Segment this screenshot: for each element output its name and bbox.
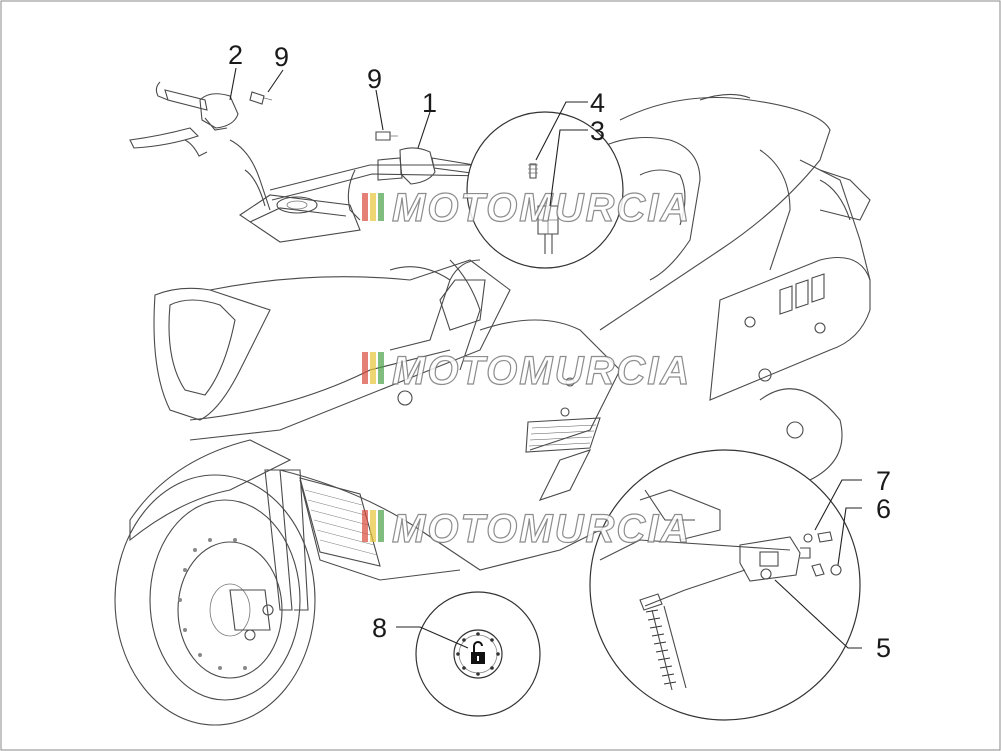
front-fairing — [153, 259, 621, 581]
watermark-text-2: MOTOMURCIA — [392, 349, 691, 393]
callout-9a: 9 — [274, 42, 289, 72]
detail-circle-ignition — [415, 591, 541, 717]
watermark-3: MOTOMURCIA — [362, 506, 691, 552]
lock-icon — [471, 641, 485, 664]
leader-lines — [229, 67, 862, 649]
callout-8: 8 — [372, 613, 387, 643]
watermark-1: MOTOMURCIA — [362, 185, 691, 231]
callout-4: 4 — [590, 88, 605, 118]
muffler — [709, 256, 871, 481]
callout-9b: 9 — [367, 64, 382, 94]
detail-circle-connector — [466, 111, 624, 269]
scooter-rear-body — [579, 93, 871, 331]
callout-2: 2 — [228, 40, 243, 70]
callout-3: 3 — [590, 116, 605, 146]
watermark-2: MOTOMURCIA — [362, 348, 691, 394]
watermark-text-1: MOTOMURCIA — [392, 186, 691, 230]
watermark-text-3: MOTOMURCIA — [392, 507, 691, 551]
handlebar-assembly — [129, 81, 495, 243]
callout-numbers: 1 2 3 4 5 6 7 8 9 9 — [228, 40, 891, 663]
callout-7: 7 — [876, 466, 891, 496]
callout-6: 6 — [876, 494, 891, 524]
callout-5: 5 — [876, 633, 891, 663]
detail-circle-stand-switch — [589, 449, 861, 721]
front-wheel — [114, 439, 316, 726]
callout-1: 1 — [422, 88, 437, 118]
steering-column — [439, 259, 486, 331]
